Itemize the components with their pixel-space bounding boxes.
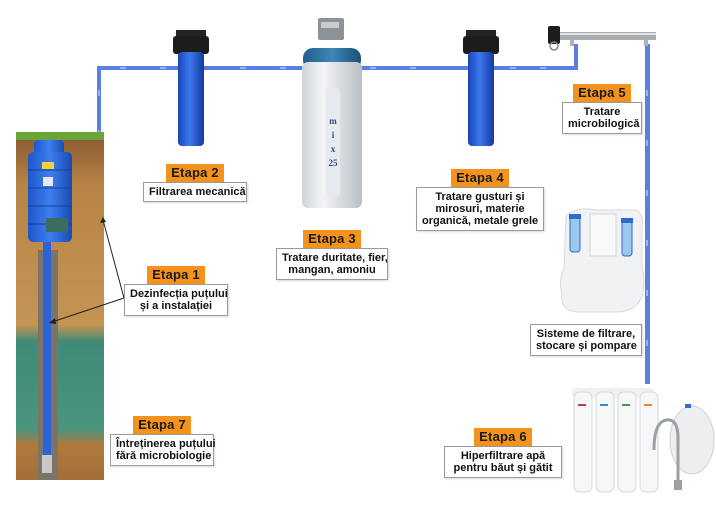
stage-3-line: Tratare duritate, fier,	[282, 252, 388, 264]
stage-4-tag: Etapa 4	[451, 169, 509, 187]
storage-system-line: Sisteme de filtrare,	[536, 328, 636, 340]
stage-6-tag: Etapa 6	[474, 428, 532, 446]
stage-6-description: Hiperfiltrare apă pentru băut și gătit	[444, 446, 562, 478]
stage-4-description: Tratare gusturi și mirosuri, materie org…	[416, 187, 544, 231]
pipe-segment	[574, 44, 578, 70]
stage-3-description: Tratare duritate, fier, mangan, amoniu	[276, 248, 388, 280]
stage-2-description: Filtrarea mecanică	[143, 182, 247, 202]
stage-3-tag: Etapa 3	[303, 230, 361, 248]
stage-3: Etapa 3 Tratare duritate, fier, mangan, …	[276, 230, 388, 280]
pipe-segment	[645, 44, 650, 384]
stage-5-tag: Etapa 5	[573, 84, 631, 102]
stage-1-line: Dezinfecția puțului	[130, 288, 228, 300]
stage-7-line: fără microbiologie	[116, 450, 212, 462]
softener-letter: 25	[328, 158, 338, 168]
stage-6-line: pentru băut și gătit	[453, 462, 553, 474]
stage-4-line: organică, metale grele	[422, 215, 539, 227]
stage-5-description: Tratare microbilogică	[562, 102, 642, 134]
uv-lamp-icon	[548, 26, 656, 51]
stage-4: Etapa 4 Tratare gusturi și mirosuri, mat…	[416, 169, 544, 231]
stage-1: Etapa 1 Dezinfecția puțului și a instala…	[124, 266, 228, 316]
softener-label: m i x 25	[326, 114, 340, 170]
softener-letter: i	[331, 130, 335, 140]
cartridge-filter-icon	[463, 30, 499, 146]
stage-5-line: microbilogică	[568, 118, 640, 130]
storage-system-line: stocare și pompare	[536, 340, 637, 352]
stage-6: Etapa 6 Hiperfiltrare apă pentru băut și…	[444, 428, 562, 478]
storage-system-description: Sisteme de filtrare, stocare și pompare	[530, 324, 642, 356]
well-cross-section-icon	[16, 132, 104, 480]
softener-letter: x	[330, 144, 336, 154]
cartridge-filter-icon	[173, 30, 209, 146]
water-softener-icon	[302, 18, 362, 208]
stage-1-description: Dezinfecția puțului și a instalației	[124, 284, 228, 316]
stage-2: Etapa 2 Filtrarea mecanică	[143, 164, 247, 202]
stage-2-tag: Etapa 2	[166, 164, 224, 182]
stage-7-tag: Etapa 7	[133, 416, 191, 434]
storage-tank-system-icon	[559, 208, 645, 313]
stage-6-line: Hiperfiltrare apă	[460, 450, 546, 462]
stage-5: Etapa 5 Tratare microbilogică	[562, 84, 642, 134]
stage-5-line: Tratare	[583, 106, 621, 118]
storage-system: Sisteme de filtrare, stocare și pompare	[530, 324, 642, 356]
stage-7-description: Întreținerea puțului fără microbiologie	[110, 434, 216, 466]
stage-4-line: Tratare gusturi și	[435, 191, 525, 203]
stage-1-tag: Etapa 1	[147, 266, 205, 284]
stage-4-line: mirosuri, materie	[435, 203, 525, 215]
stage-1-line: și a instalației	[139, 300, 213, 312]
stage-3-line: mangan, amoniu	[288, 264, 376, 276]
stage-2-line: Filtrarea mecanică	[149, 186, 246, 198]
stage-7: Etapa 7 Întreținerea puțului fără microb…	[110, 416, 216, 466]
stage-7-line: Întreținerea puțului	[116, 438, 216, 450]
softener-letter: m	[329, 116, 337, 126]
reverse-osmosis-icon	[572, 388, 715, 493]
